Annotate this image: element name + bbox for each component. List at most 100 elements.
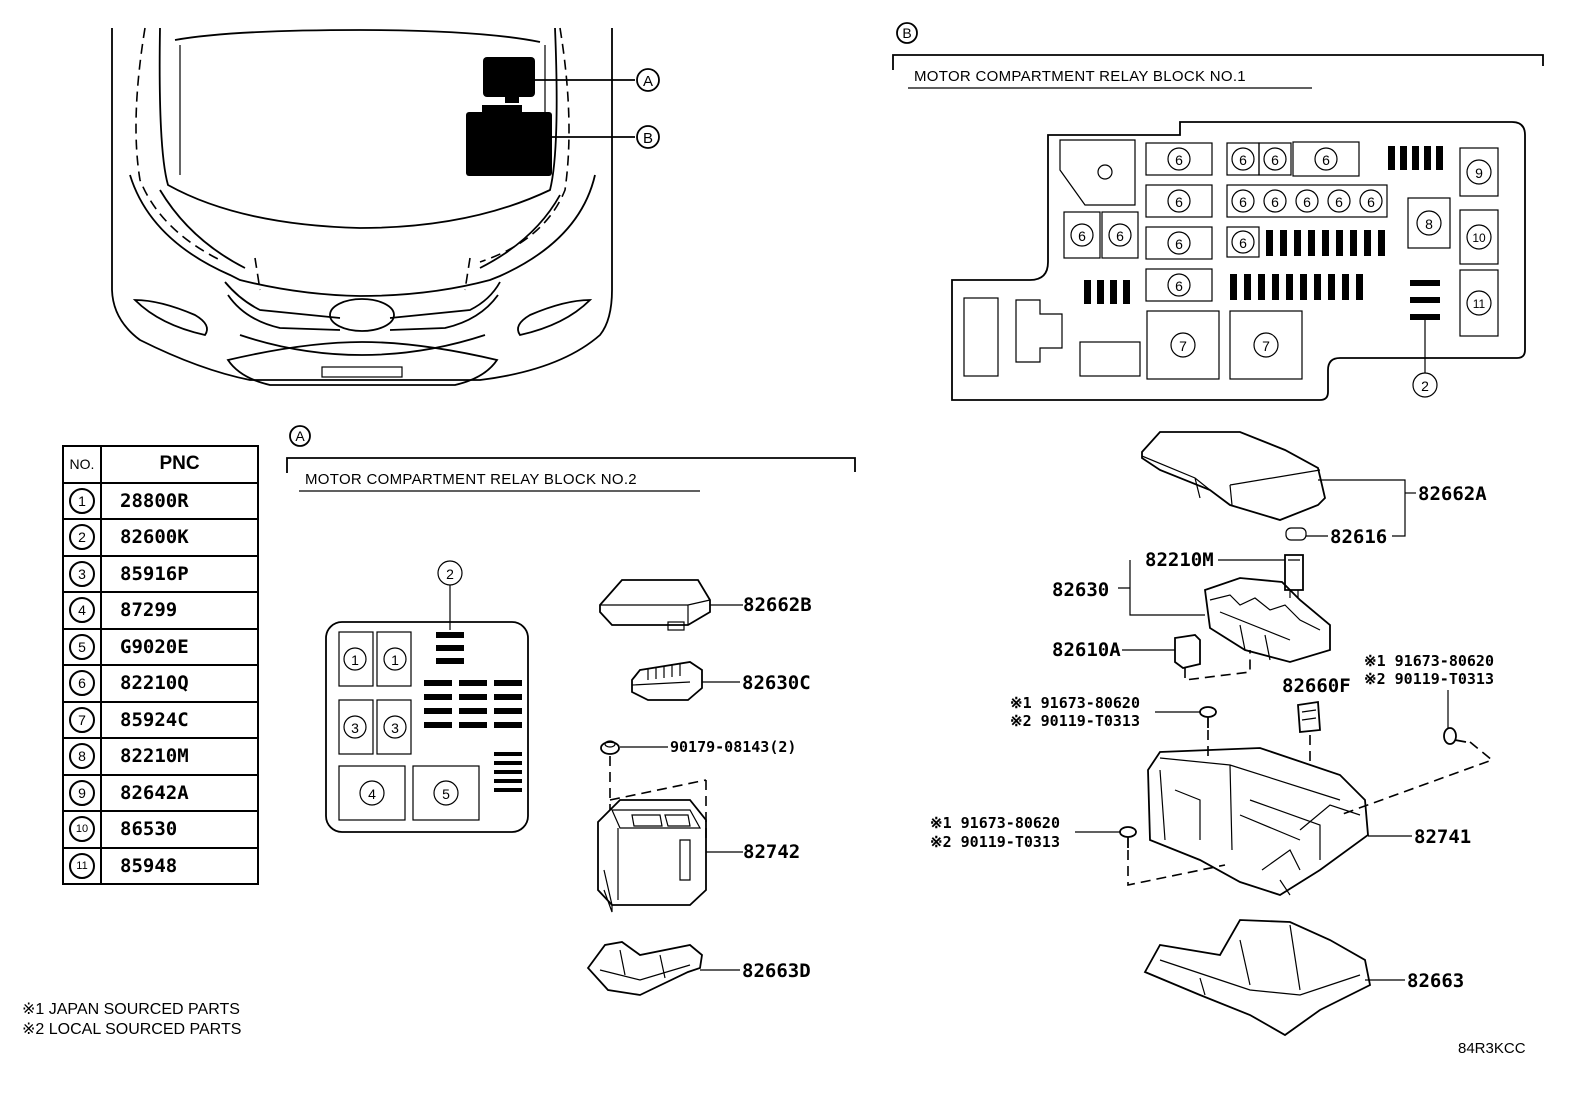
marker-7a: 7 (1179, 338, 1187, 354)
fuse-slots-6: 6 6 6 6 6 6 6 6 6 6 6 6 6 6 6 (1063, 141, 1388, 302)
callout-b-label: B (643, 130, 653, 147)
marker-8: 8 (1425, 216, 1433, 232)
section-b-marker: B (902, 25, 911, 41)
callout-b (636, 125, 660, 149)
legend-pnc: 82210M (100, 737, 259, 776)
legend-header-row: NO. PNC (62, 445, 259, 484)
legend-number: 5 (69, 633, 95, 660)
marker-2-no2: 2 (446, 566, 454, 582)
legend-pnc: 87299 (100, 591, 259, 630)
svg-text:3: 3 (391, 720, 399, 736)
svg-text:6: 6 (1175, 194, 1183, 210)
marker-11: 11 (1473, 297, 1486, 311)
part-82210m: 82210M (1145, 549, 1214, 571)
footnote-japan-sourced: ※1 JAPAN SOURCED PARTS (22, 1001, 240, 1018)
svg-text:6: 6 (1175, 236, 1183, 252)
legend-pnc: 82642A (100, 773, 259, 812)
svg-text:6: 6 (1239, 194, 1247, 210)
callout-a-label: A (643, 73, 653, 90)
legend-number: 9 (69, 779, 95, 806)
legend-pnc: 82210Q (100, 664, 259, 703)
svg-text:6: 6 (1303, 194, 1311, 210)
legend-number: 4 (69, 597, 95, 624)
part-82630: 82630 (1052, 579, 1109, 601)
legend-pnc: G9020E (100, 627, 259, 666)
car-front-view: A B (111, 27, 660, 386)
svg-text:6: 6 (1175, 278, 1183, 294)
legend-pnc: 85916P (100, 554, 259, 593)
footnote-local-sourced: ※2 LOCAL SOURCED PARTS (22, 1021, 242, 1038)
marker-10: 10 (1472, 231, 1486, 245)
legend-number: 10 (69, 816, 95, 843)
legend-number: 3 (69, 560, 95, 587)
section-a-marker: A (295, 428, 305, 444)
svg-text:6: 6 (1335, 194, 1343, 210)
callout-a (636, 68, 660, 92)
mini-fuse-rows (1084, 146, 1443, 320)
svg-text:6: 6 (1271, 194, 1279, 210)
legend-pnc: 28800R (100, 481, 259, 520)
legend-number: 8 (69, 743, 95, 770)
legend-pnc: 82600K (100, 518, 259, 557)
part-bolt-a-local: ※2 90119-T0313 (1010, 712, 1140, 730)
legend-header-no: NO. (62, 445, 102, 484)
svg-text:6: 6 (1239, 152, 1247, 168)
legend-header-pnc: PNC (100, 445, 259, 484)
svg-text:6: 6 (1322, 152, 1330, 168)
relay-block-no2-location (483, 57, 535, 97)
svg-text:6: 6 (1078, 228, 1086, 244)
part-82663: 82663 (1407, 970, 1464, 992)
relay-block-no2-layout: 2 1 1 3 3 4 5 (325, 560, 529, 833)
no2-exploded-parts: 82662B 82630C 90179-08143(2) 82742 82663… (586, 579, 812, 996)
svg-text:5: 5 (442, 786, 450, 802)
svg-text:4: 4 (368, 786, 376, 802)
part-82616: 82616 (1330, 526, 1387, 548)
part-bolt-c-japan: ※1 91673-80620 (930, 814, 1060, 832)
part-82610a: 82610A (1052, 639, 1121, 661)
section-b-header: B MOTOR COMPARTMENT RELAY BLOCK NO.1 (892, 22, 1544, 89)
svg-text:6: 6 (1239, 235, 1247, 251)
svg-text:1: 1 (391, 652, 399, 668)
svg-text:6: 6 (1116, 228, 1124, 244)
relay-block-no1-title: MOTOR COMPARTMENT RELAY BLOCK NO.1 (914, 68, 1246, 85)
svg-text:90179-08143(2): 90179-08143(2) (670, 738, 796, 756)
part-bolt-a-japan: ※1 91673-80620 (1010, 694, 1140, 712)
diagram-code: 84R3KCC (1458, 1040, 1526, 1057)
relay-block-no1-location (466, 112, 552, 176)
part-bolt-c-local: ※2 90119-T0313 (930, 833, 1060, 851)
svg-text:6: 6 (1271, 152, 1279, 168)
relay-block-no1-layout: 6 6 6 6 6 6 6 6 6 6 6 6 6 6 6 2 8 9 (951, 121, 1526, 401)
legend-pnc: 85924C (100, 700, 259, 739)
footnotes: ※1 JAPAN SOURCED PARTS ※2 LOCAL SOURCED … (22, 1000, 241, 1040)
legend-number: 11 (69, 852, 95, 879)
no1-exploded-parts: 82616 82662A 82210M 82630 82610A 82660F … (930, 431, 1494, 1037)
marker-2-no1: 2 (1421, 378, 1429, 394)
legend-pnc: 85948 (100, 846, 259, 885)
marker-9: 9 (1475, 165, 1483, 181)
part-82742: 82742 (743, 841, 800, 863)
section-a-header: A MOTOR COMPARTMENT RELAY BLOCK NO.2 (286, 425, 856, 492)
part-bolt-b-japan: ※1 91673-80620 (1364, 652, 1494, 670)
legend-number: 7 (69, 706, 95, 733)
part-82662b: 82662B (743, 594, 812, 616)
part-82660f: 82660F (1282, 675, 1351, 697)
part-82662a: 82662A (1418, 483, 1487, 505)
svg-text:3: 3 (351, 720, 359, 736)
part-82663d: 82663D (742, 960, 811, 982)
svg-text:6: 6 (1367, 194, 1375, 210)
legend-number: 1 (69, 487, 95, 514)
marker-7b: 7 (1262, 338, 1270, 354)
